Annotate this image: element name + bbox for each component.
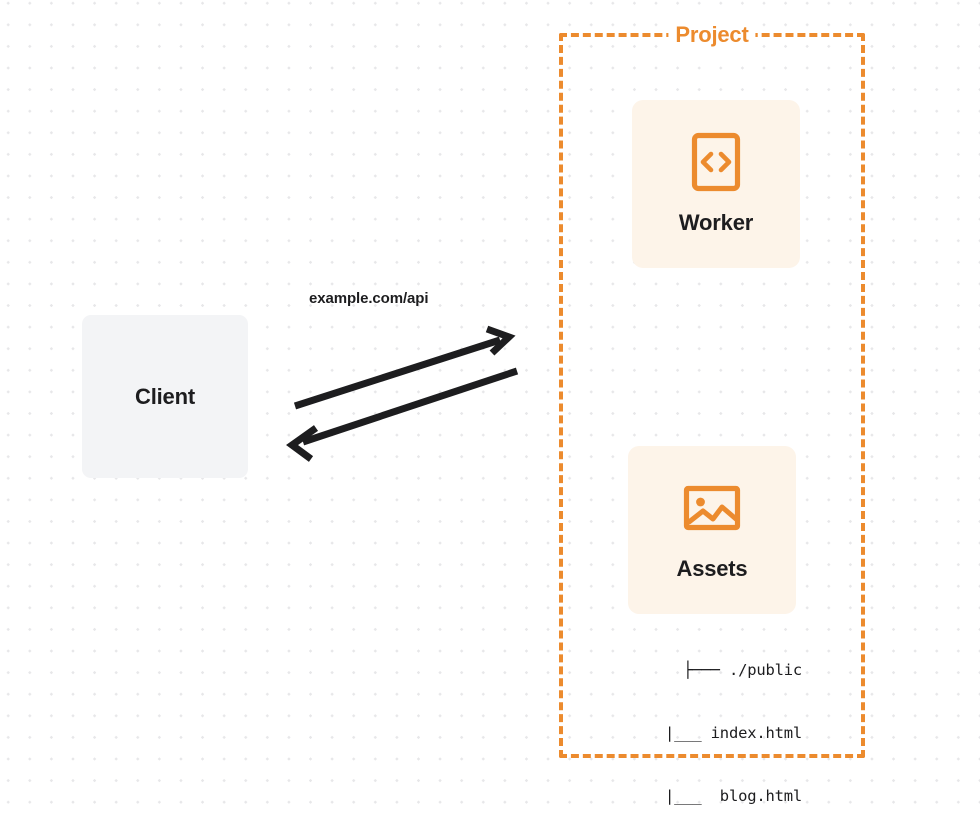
response-arrow xyxy=(286,367,519,462)
worker-node[interactable]: Worker xyxy=(632,100,800,268)
file-tree-row: ├─── ./public xyxy=(683,661,802,679)
client-node-label: Client xyxy=(135,383,195,409)
assets-node-label: Assets xyxy=(676,556,748,581)
image-icon xyxy=(682,478,742,538)
client-node[interactable]: Client xyxy=(82,315,248,478)
code-brackets-icon xyxy=(686,132,746,192)
project-container: Project xyxy=(559,22,865,758)
project-title: Project xyxy=(668,22,756,48)
assets-file-tree: ├─── ./public |___ index.html |___ blog.… xyxy=(606,618,802,818)
worker-node-label: Worker xyxy=(678,210,754,235)
connector-label: example.com/api xyxy=(309,290,429,307)
assets-node[interactable]: Assets xyxy=(628,446,796,614)
file-tree-row: |___ index.html xyxy=(637,724,802,742)
request-arrow xyxy=(293,325,516,410)
file-tree-row: |___ blog.html xyxy=(637,787,802,805)
